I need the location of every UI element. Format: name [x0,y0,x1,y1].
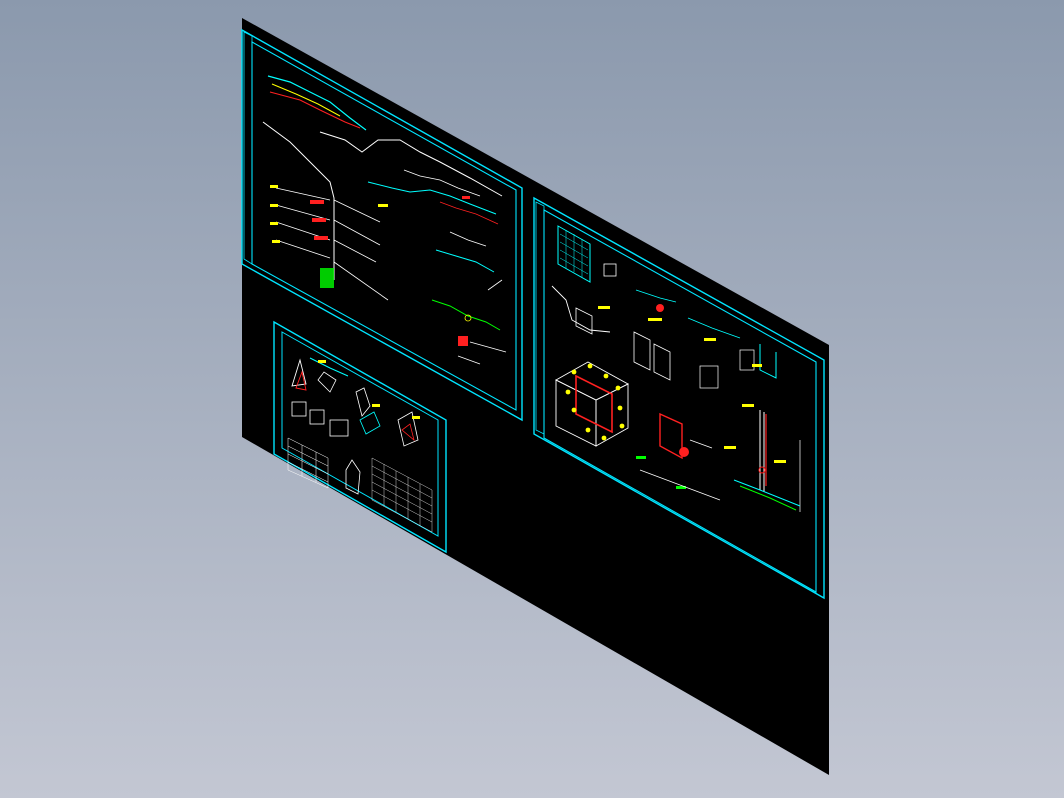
drawing-plane [242,18,829,775]
slope-section-drawing [262,75,507,365]
structure-detail-drawing [551,225,801,512]
sheet-retaining-wall[interactable] [273,320,447,554]
sheet-slope-profile[interactable] [241,28,523,422]
title-block-strip [535,201,545,435]
retaining-wall-drawing [287,357,433,533]
title-block-strip [243,31,253,265]
sheet-structure-details[interactable] [533,196,825,600]
